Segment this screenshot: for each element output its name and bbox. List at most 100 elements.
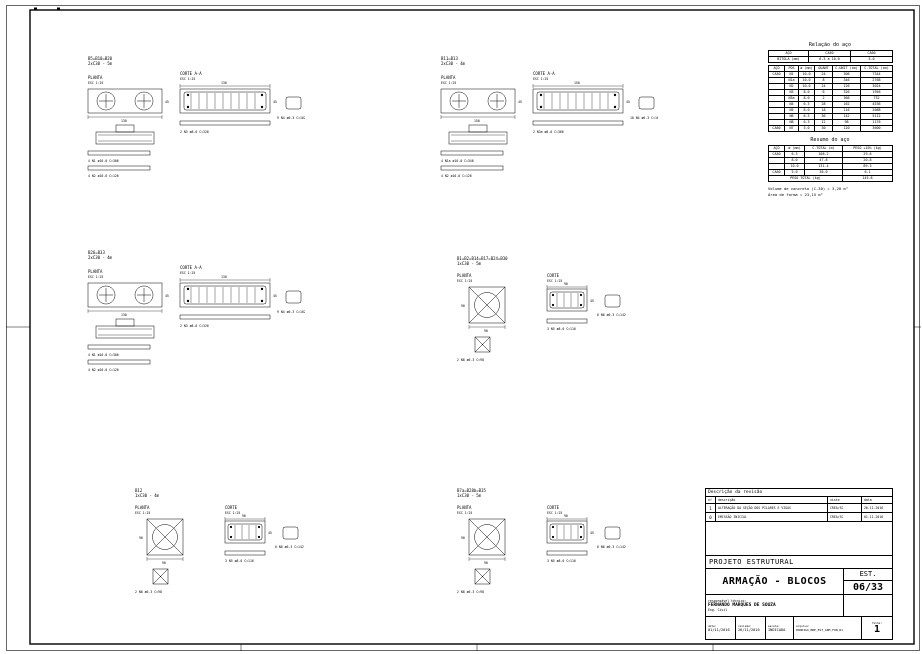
revision-number: 0 — [706, 513, 716, 521]
section-height-dim: 45 — [626, 100, 630, 104]
elevation-view — [95, 124, 155, 145]
table-row: N8 6.3 12 98 1176 — [768, 119, 893, 126]
revision-description: ALTERAÇÃO DA SEÇÃO DOS PILARES E VIGAS — [716, 504, 828, 512]
plan-view: 90 90 — [139, 518, 184, 565]
date-created-label: data: — [708, 624, 717, 628]
stirrup-callout: 6 N6 ø6.3 C=142 — [275, 545, 304, 549]
date-revised-cell: revisão: 26/11/2016 — [736, 617, 766, 639]
project-type-label: PROJETO ESTRUTURAL — [706, 556, 892, 569]
section-height-dim: 45 — [273, 100, 277, 104]
section-scale: ESC 1:25 — [180, 271, 195, 275]
section-scale: ESC 1:25 — [547, 511, 562, 515]
engineer-row: responsável técnico: FERNANDO MARQUES DE… — [706, 595, 892, 617]
revision-approver: CREA/SC — [828, 504, 862, 512]
rebar-bar-list: 4 N1 ø10.0 C=306 4 N2 ø10.0 C=126 — [87, 150, 151, 178]
file-label: arquivo: — [796, 624, 810, 628]
table-total-row: PESO TOTAL (kg) 145.8 — [768, 175, 893, 182]
plan-scale: ESC 1:25 — [457, 511, 472, 515]
stirrup-callout: 9 N4 ø6.3 C=162 — [277, 116, 305, 120]
table-row: 8.0 47.8 20.8 — [768, 157, 893, 164]
rebar-callout: 4 N2 ø10.0 C=126 — [88, 368, 119, 372]
rebar-callout: 4 N2 ø10.0 C=126 — [88, 174, 119, 178]
pile-section-detail: 2 N8 ø6.3 C=98 — [457, 568, 491, 594]
stirrup-detail: 9 N4 ø6.3 C=162 — [277, 290, 306, 314]
plan-view: 90 90 — [461, 518, 506, 565]
plan-width-dim: 90 — [484, 561, 488, 565]
plan-height-dim: 45 — [518, 100, 522, 104]
revision-col-no: nº — [706, 497, 716, 503]
block-title: B7a=B28b=B35 — [457, 488, 486, 493]
plan-width-dim: 90 — [162, 561, 166, 565]
section-height-dim: 45 — [268, 531, 272, 535]
rebar-bar-list: 4 N1 ø10.0 C=306 4 N2 ø10.0 C=126 — [87, 344, 151, 372]
rebar-schedule-title: Relação do aço — [808, 42, 852, 48]
plan-label: PLANTA — [457, 273, 472, 278]
engineer-info: responsável técnico: FERNANDO MARQUES DE… — [706, 595, 843, 616]
date-revised-value: 26/11/2016 — [738, 628, 760, 632]
rebar-callout: 2 N3a ø8.0 C=366 — [533, 130, 564, 134]
section-scale: ESC 1:25 — [225, 511, 240, 515]
revision-row-0: 0 EMISSÃO INICIAL CREA/SC 01.11.2016 — [706, 513, 892, 522]
section-label: CORTE — [225, 505, 238, 510]
discipline-label: EST. — [844, 569, 892, 581]
block-detail-4: B1=B2=B14=B17=B24=B30 1xC30 - 5m PLANTA … — [455, 253, 655, 377]
plan-label: PLANTA — [457, 505, 472, 510]
section-view: 90 45 3 N5 ø8.0 C=116 — [546, 282, 594, 331]
file-value: RODRIGO_BRE_EST_ARM_FUN_R1 — [796, 628, 843, 632]
elevation-view — [95, 318, 155, 339]
rebar-callout: 3 N5 ø8.0 C=116 — [225, 559, 254, 563]
plan-scale: ESC 1:25 — [88, 275, 103, 279]
rebar-callout: 2 N3 ø8.0 C=326 — [180, 324, 209, 328]
rebar-callout: 4 N1a ø10.0 C=346 — [441, 159, 474, 163]
plan-width-dim: 130 — [121, 313, 127, 317]
rebar-callout: 3 N5 ø8.0 C=116 — [547, 327, 576, 331]
rebar-callout: 4 N1 ø10.0 C=306 — [88, 159, 119, 163]
plan-width-dim: 130 — [121, 119, 127, 123]
stirrup-callout: 9 N4 ø6.3 C=162 — [277, 310, 305, 314]
scale-label: escala: — [768, 624, 780, 628]
note-formwork-area: Área de forma = 23,15 m² — [768, 192, 823, 198]
stirrup-detail: 9 N4 ø6.3 C=162 — [277, 96, 306, 120]
block-detail-2: B11=B13 2xC30 - 4m PLANTA ESC 1:25 150 4… — [433, 53, 661, 192]
steel-summary-table: AÇO ø (mm) C.TOTAL (m) PESO +10% (kg) CA… — [768, 145, 893, 182]
pile-section-detail: 2 N8 ø6.3 C=98 — [457, 336, 491, 362]
block-detail-6: B7a=B28b=B35 1xC30 - 5m PLANTA ESC 1:25 … — [455, 485, 655, 609]
stirrup-callout: 6 N6 ø6.3 C=142 — [597, 313, 626, 317]
elevation-view — [448, 124, 508, 145]
plan-label: PLANTA — [88, 75, 103, 80]
sheet-outer-trim — [6, 5, 920, 651]
block-title: B1=B2=B14=B17=B24=B30 — [457, 256, 508, 261]
title-block: Descrição da revisão nº descrição visto … — [705, 488, 893, 640]
rebar-callout: 3 N5 ø8.0 C=116 — [547, 559, 576, 563]
steel-tables-panel: Relação do aço AÇO CA50 CA60 BITOLA (mm)… — [768, 40, 893, 198]
rebar-callout: 2 N8 ø6.3 C=98 — [135, 590, 162, 594]
block-detail-5: B12 1xC30 - 4m PLANTA ESC 1:25 90 90 2 N… — [133, 485, 333, 609]
table-row: BITOLA (mm) 6.3 a 10.0 5.0 — [768, 56, 893, 63]
general-notes: Volume de concreto (C-30) = 3,20 m³ Área… — [768, 186, 892, 198]
stirrup-callout: 10 N4 ø6.3 C=162 — [630, 116, 658, 120]
revision-column-labels: nº descrição visto data — [706, 497, 892, 504]
block-title: B26=B33 — [88, 250, 105, 255]
stirrup-detail: 6 N6 ø6.3 C=142 — [597, 294, 626, 317]
date-created-value: 01/11/2016 — [708, 628, 730, 632]
block-subtitle: 2xC30 - 4m — [441, 61, 466, 66]
revision-number: 1 — [706, 504, 716, 512]
block-subtitle: 1xC30 - 4m — [135, 493, 160, 498]
block-title: B5=B10=B20 — [88, 56, 113, 61]
sheet-meta-row: data: 01/11/2016 revisão: 26/11/2016 esc… — [706, 617, 892, 639]
scale-cell: escala: INDICADA — [766, 617, 794, 639]
rebar-callout: 2 N8 ø6.3 C=98 — [457, 590, 484, 594]
stirrup-detail: 10 N4 ø6.3 C=162 — [630, 96, 661, 120]
section-height-dim: 45 — [590, 531, 594, 535]
rebar-callout: 2 N8 ø6.3 C=98 — [457, 358, 484, 362]
engineer-stamp-cell — [843, 595, 892, 616]
rebar-callout: 4 N1 ø10.0 C=306 — [88, 353, 119, 357]
revision-date: 26.11.2016 — [864, 506, 884, 510]
stirrup-callout: 6 N6 ø6.3 C=142 — [597, 545, 626, 549]
plan-view: 90 90 — [461, 286, 506, 333]
section-label: CORTE A-A — [533, 71, 555, 76]
engineer-name: FERNANDO MARQUES DE SOUZA — [708, 603, 776, 608]
revision-col-desc: descrição — [716, 497, 828, 503]
block-title: B11=B13 — [441, 56, 458, 61]
